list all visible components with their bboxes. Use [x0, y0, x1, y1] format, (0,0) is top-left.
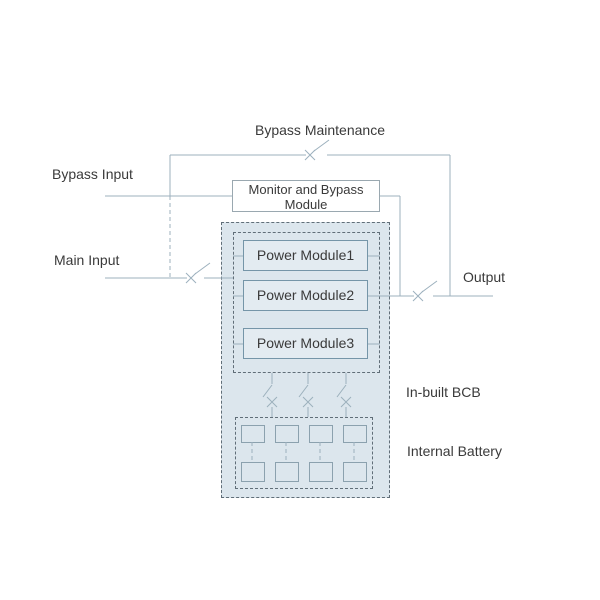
monitor-bypass-module-box: Monitor and Bypass Module	[232, 180, 380, 212]
bypass-maintenance-label: Bypass Maintenance	[255, 122, 385, 138]
battery-box	[309, 425, 333, 443]
switch-x-mark	[412, 290, 424, 302]
battery-box	[309, 462, 333, 482]
switch-blade	[313, 139, 330, 152]
main-input-label: Main Input	[54, 252, 120, 268]
switch-x-mark	[304, 149, 316, 161]
power-module-3-box: Power Module3	[243, 328, 368, 359]
battery-box	[275, 462, 299, 482]
internal-battery-frame	[235, 417, 373, 489]
battery-box	[241, 462, 265, 482]
battery-box	[343, 425, 367, 443]
power-module-1-box: Power Module1	[243, 240, 368, 271]
battery-box	[275, 425, 299, 443]
internal-battery-label: Internal Battery	[407, 443, 502, 459]
switch-blade	[421, 280, 438, 293]
output-switch	[412, 280, 438, 302]
monitor-box-label-line1: Monitor and Bypass	[248, 182, 364, 197]
bypass-input-label: Bypass Input	[52, 166, 133, 182]
switch-blade	[194, 262, 211, 275]
inbuilt-bcb-label: In-built BCB	[406, 384, 481, 400]
bypass-maintenance-switch	[304, 139, 330, 161]
power-module-2-box: Power Module2	[243, 280, 368, 311]
battery-box	[343, 462, 367, 482]
main-input-switch	[185, 262, 211, 284]
switch-x-mark	[185, 272, 197, 284]
output-label: Output	[463, 269, 506, 285]
battery-box	[241, 425, 265, 443]
monitor-box-label-line2: Module	[284, 197, 328, 212]
